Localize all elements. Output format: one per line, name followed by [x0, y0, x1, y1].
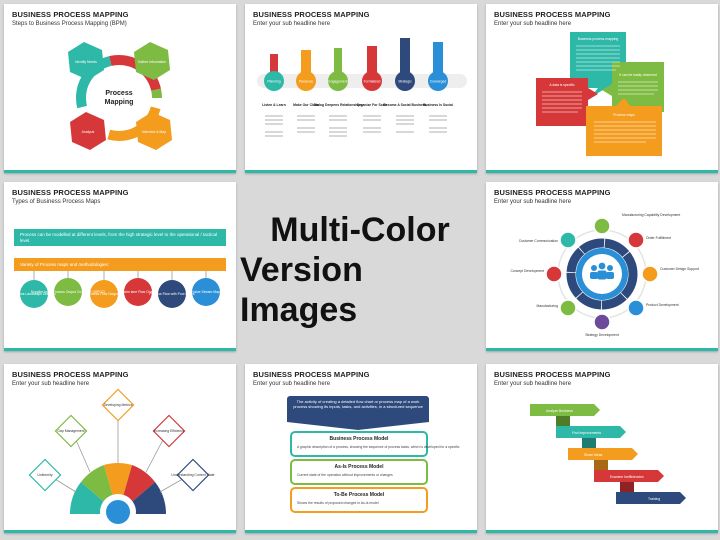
- stage-label: Presence: [299, 80, 313, 84]
- label-gather-information: Gather Information: [138, 60, 166, 64]
- stage-label: Strategic: [398, 80, 412, 84]
- model-title: To-Be Process Model: [334, 492, 385, 498]
- stage-heading: Listen & Learn: [262, 103, 286, 107]
- slide-title: BUSINESS PROCESS MAPPING: [12, 10, 129, 19]
- slide-title: BUSINESS PROCESS MAPPING: [253, 370, 370, 379]
- center-heading-line-1: Multi-Color: [270, 211, 450, 249]
- step-label: Examine Inefficiencies: [610, 475, 644, 479]
- center-heading-line-2: Version Images: [240, 251, 363, 329]
- map-type-label: Swim lane Flow Chart: [122, 290, 155, 294]
- slide-thumbnail-7[interactable]: BUSINESS PROCESS MAPPING Enter your sub …: [245, 364, 477, 533]
- map-type-label: Process Flow Diagram: [87, 292, 121, 296]
- stage-heading: Business Is Social: [423, 103, 453, 107]
- wheel-label: Customer Design Support: [660, 267, 699, 271]
- model-text: Current state of the operation without i…: [297, 473, 393, 477]
- info-bar-teal: Process can be modelled at different lev…: [14, 229, 226, 246]
- slide-subtitle: Enter your sub headline here: [494, 381, 572, 387]
- slide-thumbnail-5[interactable]: BUSINESS PROCESS MAPPING Enter your sub …: [486, 182, 718, 351]
- center-label-2: Mapping: [105, 99, 134, 106]
- stage-label: Formalized: [364, 80, 381, 84]
- slide-thumbnail-1[interactable]: BUSINESS PROCESS MAPPING Steps to Busine…: [4, 4, 236, 173]
- info-bar-text: Process can be modelled at different lev…: [20, 232, 218, 243]
- label-interview-map: Interview & Map: [142, 130, 166, 134]
- box-label: Process maps: [613, 113, 635, 117]
- fan-label: Increasing Efficiency: [153, 429, 184, 433]
- wheel-label: Customer Communication: [519, 239, 558, 243]
- people-icon: [590, 262, 614, 280]
- map-type-label: Process Landscape Diagram: [12, 292, 56, 296]
- label-analysis: Analysis: [82, 130, 95, 134]
- slide-thumbnail-6[interactable]: BUSINESS PROCESS MAPPING Enter your sub …: [4, 364, 236, 533]
- slide-subtitle: Steps to Business Process Mapping (BPM): [12, 21, 127, 27]
- wheel-label: Order Fulfillment: [646, 236, 671, 240]
- box-label: Business process mapping: [578, 37, 619, 41]
- slide-thumbnail-4[interactable]: BUSINESS PROCESS MAPPING Types of Busine…: [4, 182, 236, 351]
- label-identify-needs: Identify Needs: [75, 60, 97, 64]
- slide-subtitle: Enter your sub headline here: [253, 21, 331, 27]
- model-title: As-Is Process Model: [335, 464, 385, 470]
- step-label: Share Ideas: [584, 453, 603, 457]
- stage-label: Planning: [267, 80, 280, 84]
- box-label: It can be easily observed: [619, 73, 657, 77]
- fan-label: Understanding Current State: [171, 473, 214, 477]
- slide-thumbnail-3[interactable]: BUSINESS PROCESS MAPPING Enter your sub …: [486, 4, 718, 173]
- slide-subtitle: Enter your sub headline here: [12, 381, 90, 387]
- box-label: A data is specific: [549, 83, 575, 87]
- slide-subtitle: Enter your sub headline here: [253, 381, 331, 387]
- map-types-diagram: Process Landscape Diagram Supplier Input…: [12, 271, 220, 308]
- info-bar-orange: Variety of Process maps and methodologie…: [14, 258, 226, 271]
- cycle-diagram: Process Mapping Identify Needs Gather In…: [68, 42, 172, 150]
- slide-subtitle: Types of Business Process Maps: [12, 199, 101, 205]
- wheel-label: Manufacturing: [537, 304, 559, 308]
- fan-label: Gap Management: [57, 429, 84, 433]
- step-label: Training: [648, 497, 660, 501]
- wheel-diagram: Manufacturing Capability Development Ord…: [510, 213, 699, 337]
- fan-label: Uniformity: [37, 473, 53, 477]
- step-label: Find Improvements: [572, 431, 601, 435]
- wheel-label: Concept Development: [510, 269, 544, 273]
- models-diagram: Business Process Model A graphic descrip…: [287, 422, 460, 513]
- slide-title: BUSINESS PROCESS MAPPING: [494, 370, 611, 379]
- intro-box: The activity of creating a detailed flow…: [287, 396, 429, 422]
- stage-heading: Dialog Deepens Relationships: [314, 103, 363, 107]
- fan-label: Developing Metrics: [104, 403, 133, 407]
- slide-title: BUSINESS PROCESS MAPPING: [253, 10, 370, 19]
- slide-title: BUSINESS PROCESS MAPPING: [12, 370, 129, 379]
- stage-heading: Make Our Claim: [293, 103, 319, 107]
- slide-subtitle: Enter your sub headline here: [494, 21, 572, 27]
- fan-diagram: Gap Management Developing Metrics Increa…: [28, 388, 215, 530]
- wheel-label: Product Development: [646, 303, 679, 307]
- slide-thumbnail-8[interactable]: BUSINESS PROCESS MAPPING Enter your sub …: [486, 364, 718, 533]
- slide-thumbnail-2[interactable]: BUSINESS PROCESS MAPPING Enter your sub …: [245, 4, 477, 173]
- speech-bubbles-diagram: Business process mapping A data is speci…: [536, 32, 664, 156]
- stage-label: Converged: [430, 80, 447, 84]
- slide-title: BUSINESS PROCESS MAPPING: [494, 188, 611, 197]
- slide-title: BUSINESS PROCESS MAPPING: [12, 188, 129, 197]
- step-label: Analyze Business: [546, 409, 573, 413]
- stage-label: Engagement: [328, 80, 347, 84]
- info-bar-text: Variety of Process maps and methodologie…: [20, 262, 109, 267]
- intro-text: The activity of creating a detailed flow…: [293, 399, 423, 409]
- model-text: A graphic description of a process, show…: [297, 445, 460, 449]
- slide-title: BUSINESS PROCESS MAPPING: [494, 10, 611, 19]
- slide-subtitle: Enter your sub headline here: [494, 199, 572, 205]
- staircase-diagram: Analyze Business Find Improvements Share…: [530, 404, 686, 504]
- map-type-label: Process Flow with Pool Lanes: [149, 292, 195, 296]
- map-type-label: Value Stream Map: [192, 290, 220, 294]
- map-type-label: Supplier Input Process Output Customer (…: [31, 290, 106, 294]
- center-heading: Multi-Color Version Images: [240, 180, 480, 360]
- wheel-label: Strategy Development: [585, 333, 619, 337]
- model-text: Shows the results of proposed changes in…: [297, 501, 379, 505]
- model-title: Business Process Model: [330, 436, 390, 442]
- stage-heading: Organize For Scale: [357, 103, 388, 107]
- stage-heading: Become A Social Business: [383, 103, 426, 107]
- stages-diagram: Planning Presence Engagement Formalized …: [257, 38, 467, 137]
- center-label-1: Process: [105, 90, 132, 97]
- wheel-label: Manufacturing Capability Development: [622, 213, 680, 217]
